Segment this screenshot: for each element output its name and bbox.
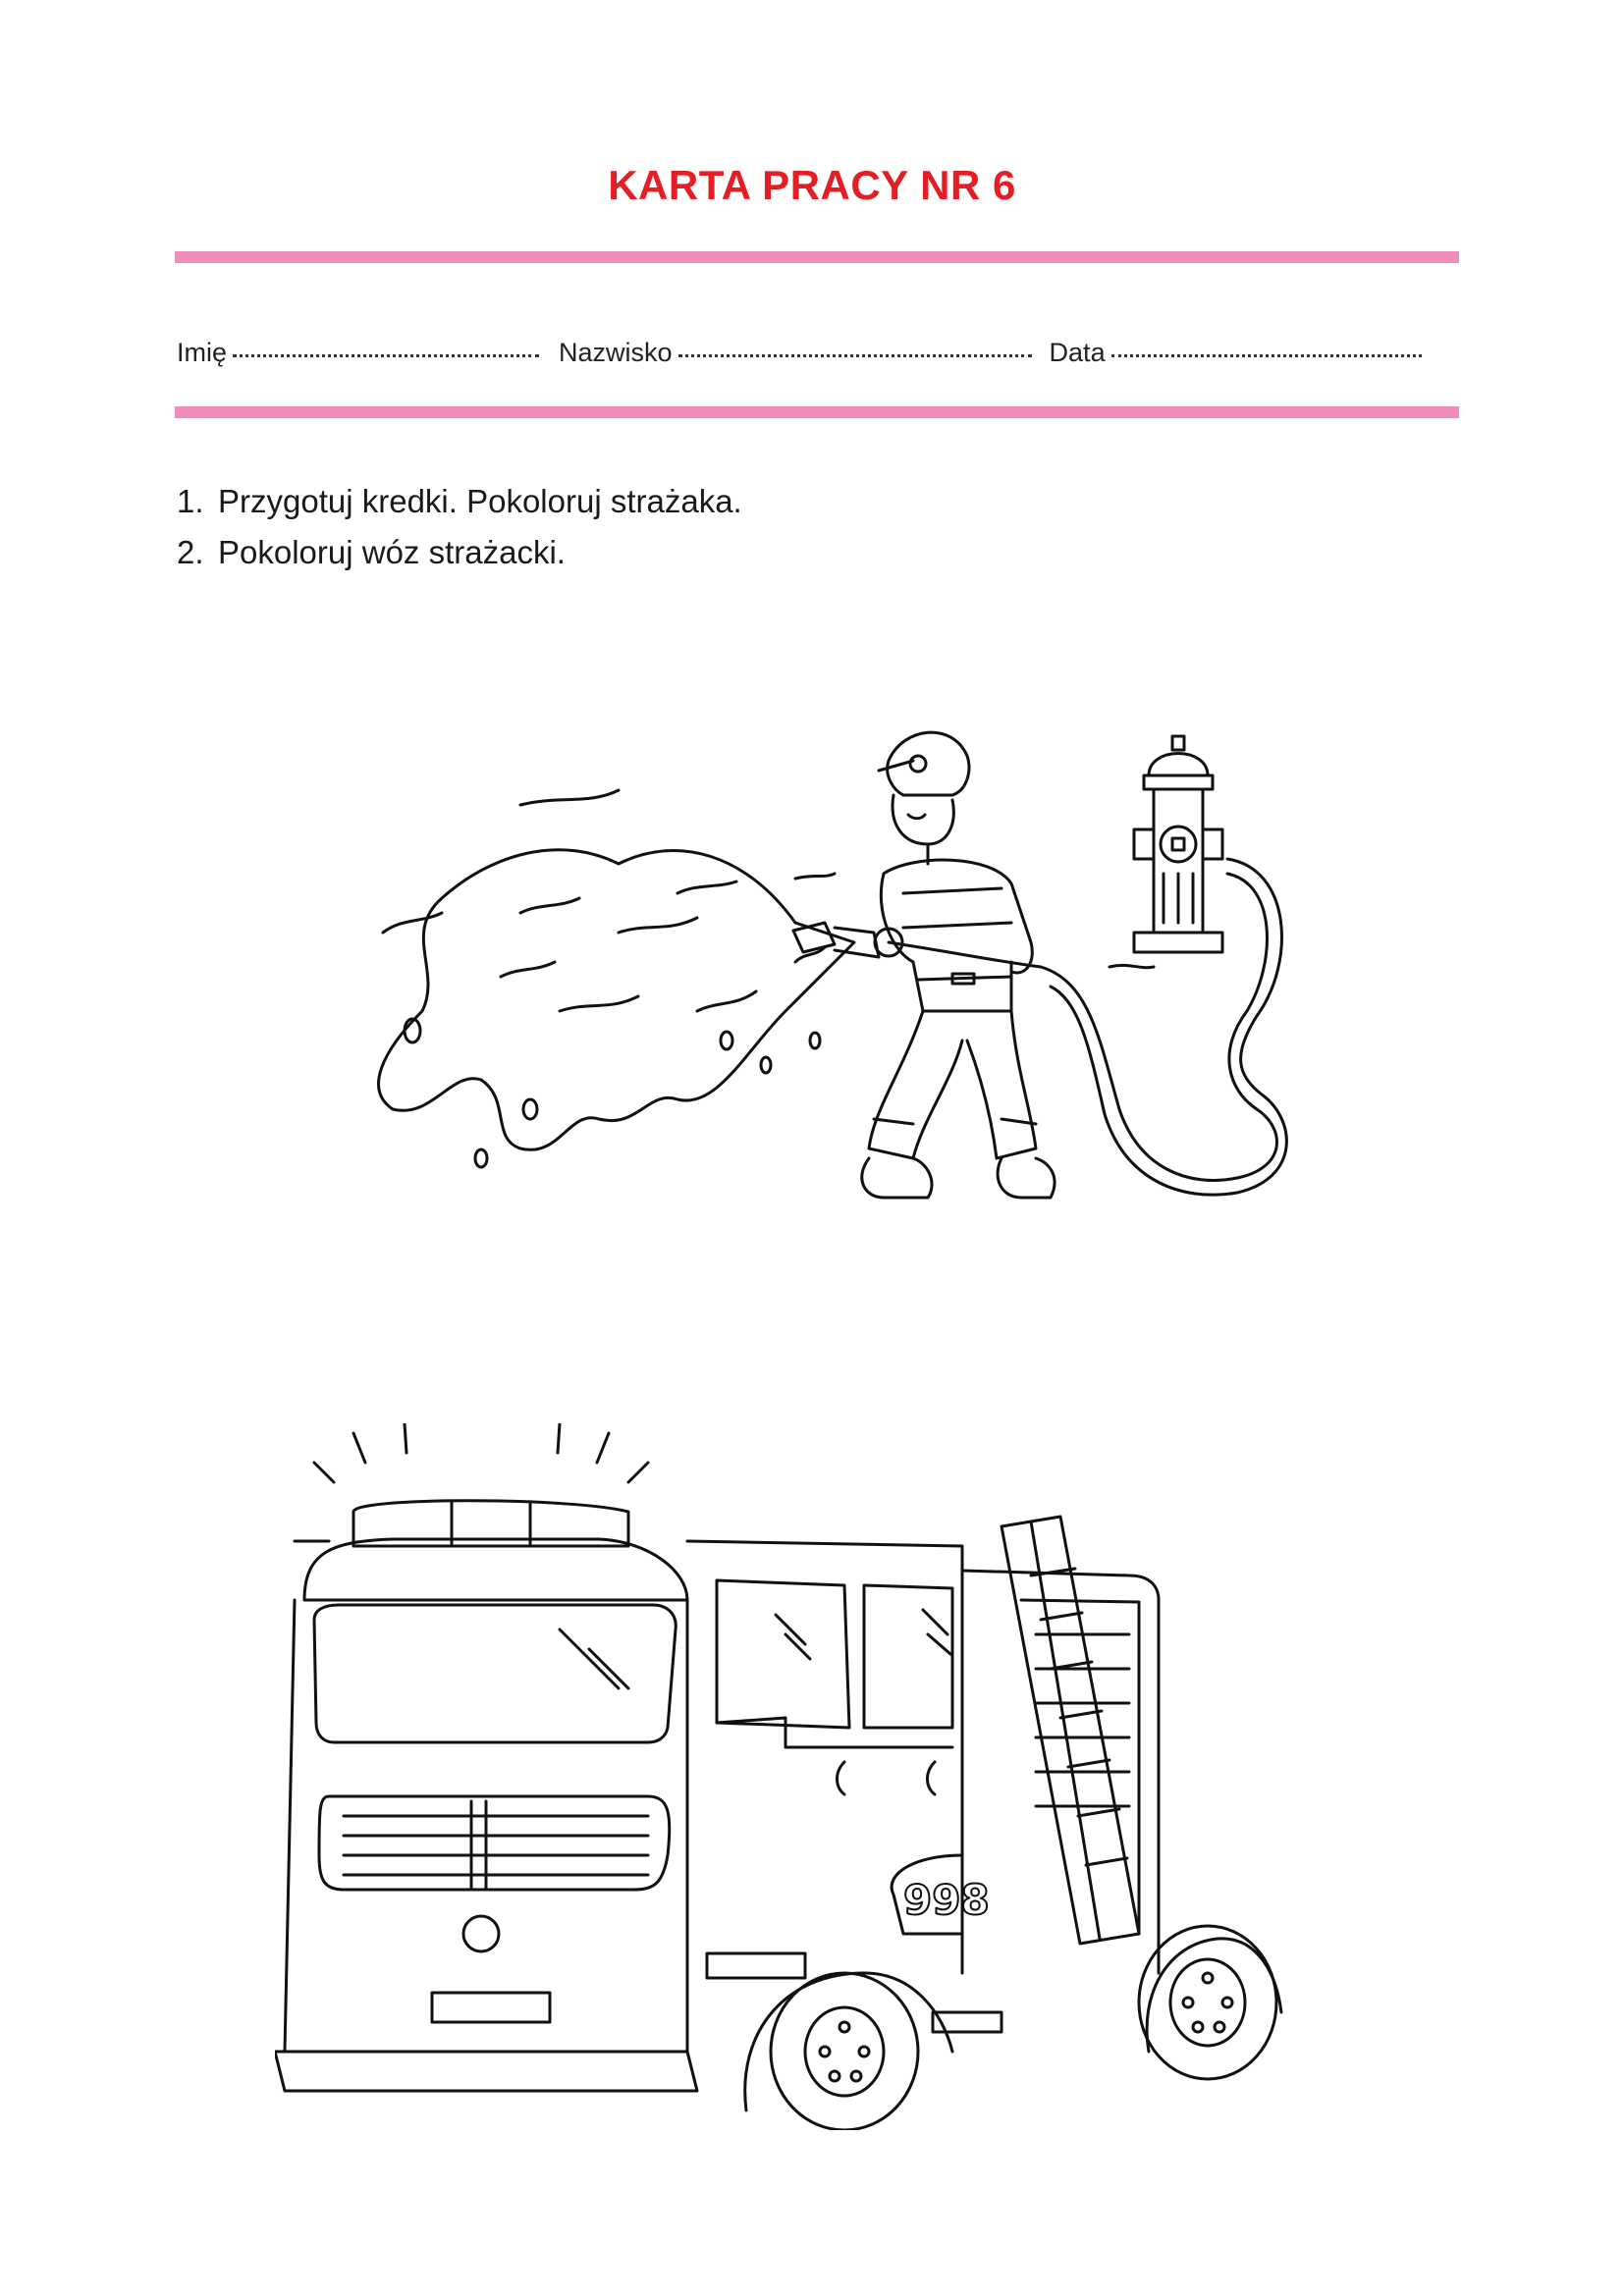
fire-truck-icon	[275, 1499, 1161, 2093]
instruction-item: 2. Pokoloruj wóz strażacki.	[177, 527, 742, 578]
instruction-text: Przygotuj kredki. Pokoloruj strażaka.	[218, 483, 742, 519]
fire-hydrant-icon	[1108, 734, 1224, 970]
siren-rays-icon	[293, 1423, 650, 1543]
name-blank[interactable]	[233, 354, 540, 357]
date-field[interactable]: Data	[1050, 338, 1422, 368]
instruction-number: 1.	[177, 483, 204, 519]
date-blank[interactable]	[1110, 354, 1422, 357]
instruction-item: 1. Przygotuj kredki. Pokoloruj strażaka.	[177, 476, 742, 527]
water-splash-icon	[377, 788, 856, 1169]
truck-number: 998	[903, 1876, 990, 1924]
top-divider	[175, 251, 1459, 263]
hose-nozzle-icon	[791, 921, 1043, 969]
firefighter-figure-icon	[860, 730, 1056, 1200]
surname-blank[interactable]	[677, 354, 1032, 357]
front-wheel-icon	[743, 1971, 954, 2130]
surname-label: Nazwisko	[559, 338, 673, 367]
instructions-list: 1. Przygotuj kredki. Pokoloruj strażaka.…	[177, 476, 742, 578]
instruction-number: 2.	[177, 534, 204, 570]
date-label: Data	[1049, 338, 1106, 367]
surname-field[interactable]: Nazwisko	[559, 338, 1032, 368]
student-info-row: Imię Nazwisko Data	[177, 338, 1459, 377]
name-label: Imię	[177, 338, 228, 367]
firefighter-illustration	[324, 717, 1326, 1306]
rear-wheel-icon	[1137, 1924, 1283, 2081]
name-field[interactable]: Imię	[177, 338, 540, 368]
bottom-divider	[175, 406, 1459, 418]
fire-truck-illustration: 998	[275, 1423, 1316, 2130]
instruction-text: Pokoloruj wóz strażacki.	[218, 534, 566, 570]
page-title: KARTA PRACY NR 6	[608, 162, 1016, 208]
fire-hose-icon	[1039, 857, 1288, 1197]
